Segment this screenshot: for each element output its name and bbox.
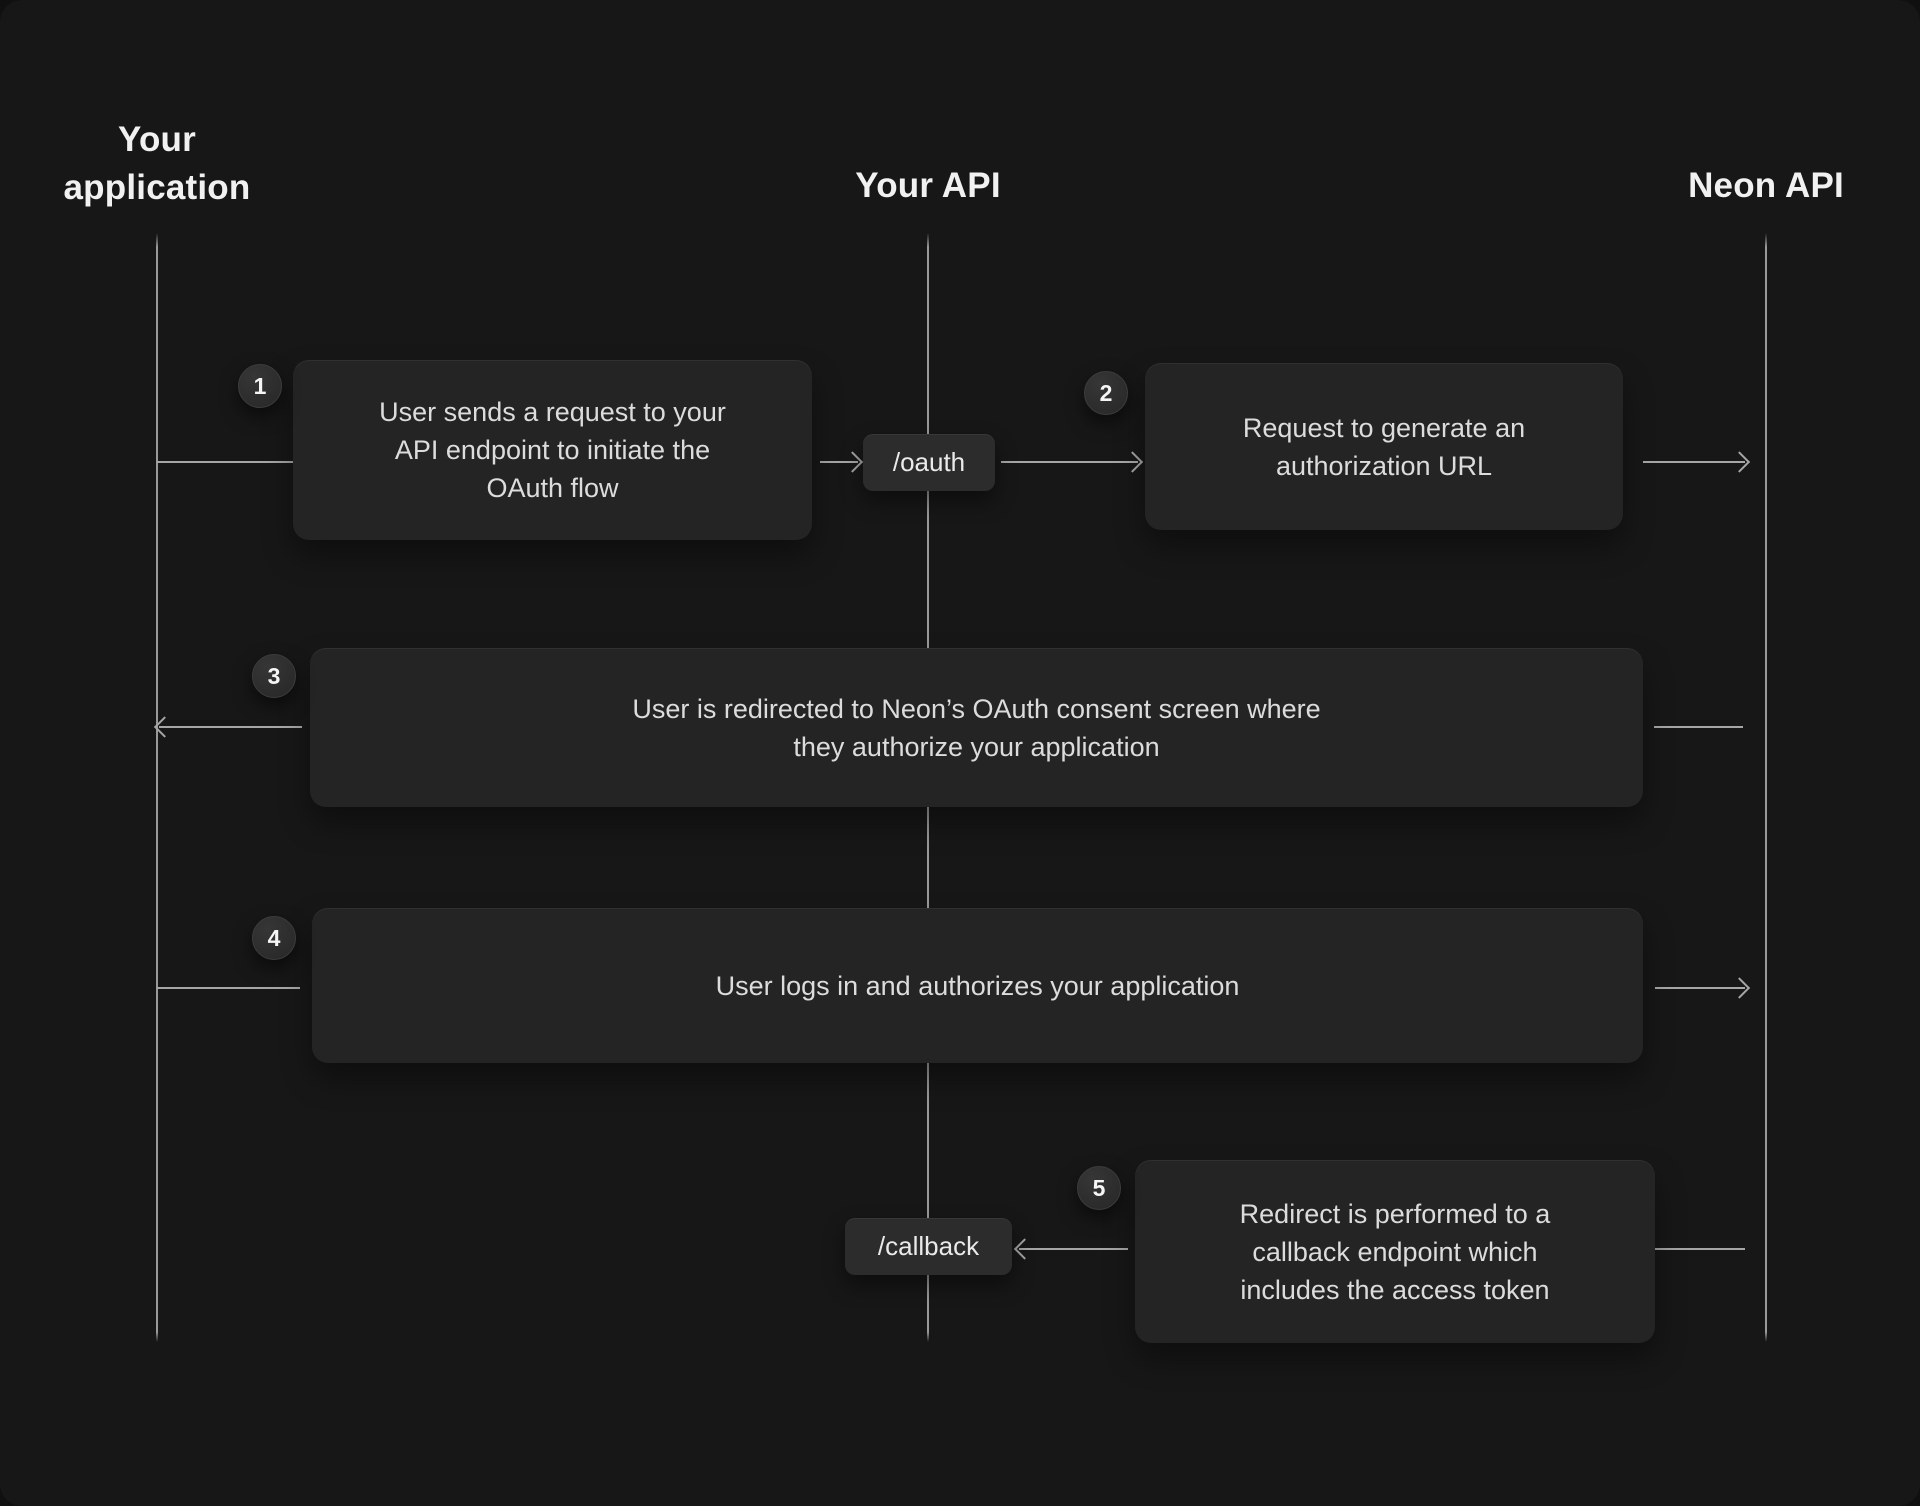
arrowhead-left-icon — [1013, 1238, 1036, 1260]
step-2-box: Request to generate an authorization URL — [1145, 363, 1623, 530]
step-5-text: Redirect is performed to a callback endp… — [1239, 1198, 1551, 1305]
connector-step3-from-neon — [1654, 726, 1743, 728]
arrowhead-right-icon — [1121, 451, 1144, 473]
arrow-oauth-to-step2 — [1001, 451, 1144, 473]
step-3-text: User is redirected to Neon’s OAuth conse… — [632, 693, 1321, 762]
step-1-box: User sends a request to your API endpoin… — [293, 360, 812, 540]
arrow-step4-to-neon — [1655, 977, 1751, 999]
actor-label-your-application: Your application — [63, 120, 251, 207]
arrow-step3-to-app — [153, 716, 302, 738]
lifeline-neon-api — [1765, 233, 1767, 1342]
arrow-step5-to-callback — [1013, 1238, 1128, 1260]
oauth-endpoint-label: /oauth — [892, 447, 966, 477]
arrowhead-right-icon — [1728, 977, 1751, 999]
arrowhead-right-icon — [841, 451, 864, 473]
step-2-badge: 2 — [1084, 371, 1128, 415]
step-3-box: User is redirected to Neon’s OAuth conse… — [310, 648, 1643, 807]
connector-step5-from-neon — [1653, 1248, 1745, 1250]
arrow-step2-to-neon — [1643, 451, 1751, 473]
callback-endpoint-label: /callback — [877, 1231, 980, 1261]
actor-label-neon-api: Neon API — [1688, 166, 1844, 205]
step-1-badge: 1 — [238, 364, 282, 408]
endpoint-chip-callback: /callback — [845, 1218, 1012, 1275]
lifeline-your-application — [156, 233, 158, 1342]
step-5-badge: 5 — [1077, 1166, 1121, 1210]
step-1-text: User sends a request to your API endpoin… — [379, 397, 726, 503]
actor-label-your-api: Your API — [855, 166, 1001, 205]
step-2-text: Request to generate an authorization URL — [1242, 412, 1526, 481]
endpoint-chip-oauth: /oauth — [863, 434, 995, 491]
step-4-text: User logs in and authorizes your applica… — [715, 970, 1240, 1001]
arrow-step1-to-oauth — [820, 451, 864, 473]
connector-step4-from-app — [157, 987, 300, 989]
step-5-box: Redirect is performed to a callback endp… — [1135, 1160, 1655, 1343]
step-4-box: User logs in and authorizes your applica… — [312, 908, 1643, 1063]
step-3-badge: 3 — [252, 654, 296, 698]
step-4-badge: 4 — [252, 916, 296, 960]
connector-step1-from-app — [157, 461, 293, 463]
arrowhead-right-icon — [1728, 451, 1751, 473]
